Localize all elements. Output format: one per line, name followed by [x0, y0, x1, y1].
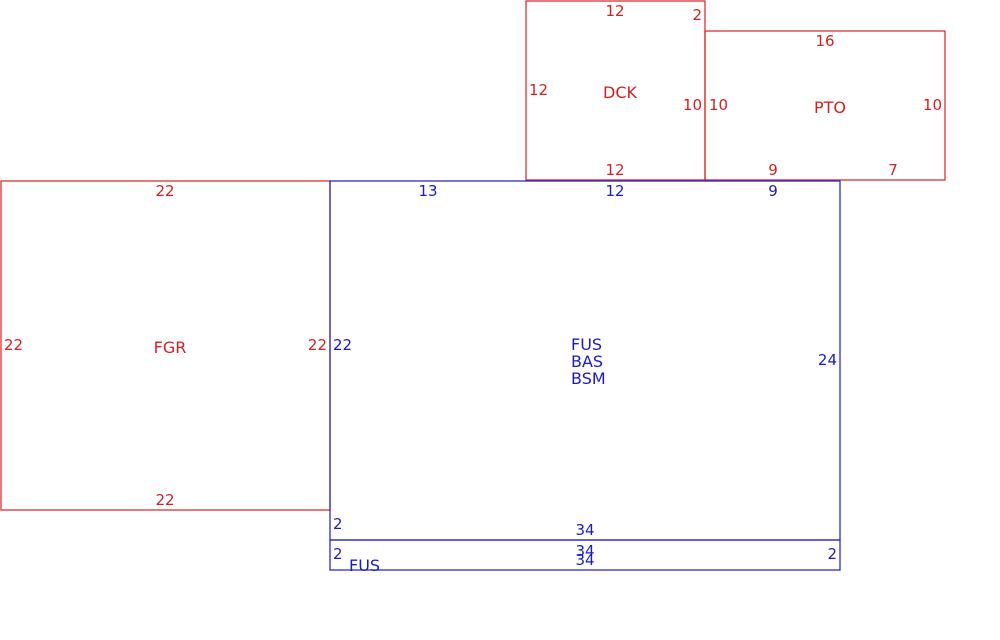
dck-top-dim: 12	[605, 2, 624, 20]
main-code-label-3: BSM	[571, 369, 606, 388]
main-code-label-1: FUS	[571, 335, 602, 354]
main-top-left-dim: 13	[418, 182, 437, 200]
fgr-right-dim: 22	[308, 336, 327, 354]
dck-top-right-dim: 2	[692, 6, 702, 24]
pto-bottom-left-dim: 9	[768, 161, 778, 179]
main-left-dim: 22	[333, 336, 352, 354]
pto-bottom-right-dim: 7	[888, 161, 898, 179]
main-bottom-left-dim: 2	[333, 515, 343, 533]
section-fgr[interactable]: 22 22 22 22 FGR	[0, 180, 331, 511]
strip-right-dim: 2	[827, 545, 837, 563]
strip-left-dim: 2	[333, 545, 343, 563]
section-strip[interactable]: 2 2 34 34 FUS	[329, 539, 841, 575]
pto-right-dim: 10	[923, 96, 942, 114]
section-strip-outline	[329, 539, 841, 571]
pto-left-dim: 10	[709, 96, 728, 114]
pto-top-dim: 16	[815, 32, 834, 50]
pto-code-label: PTO	[814, 98, 846, 117]
section-pto[interactable]: 16 10 10 9 7 PTO	[704, 30, 946, 181]
section-dck[interactable]: 12 2 12 10 12 DCK	[525, 0, 706, 181]
fgr-top-dim: 22	[155, 182, 174, 200]
dck-right-dim: 10	[683, 96, 702, 114]
strip-bottom-dim: 34	[575, 551, 594, 569]
strip-code-label: FUS	[349, 556, 380, 575]
dck-bottom-dim: 12	[605, 161, 624, 179]
main-top-right-dim: 9	[768, 182, 778, 200]
main-right-dim: 24	[818, 351, 837, 369]
main-bottom-dim: 34	[575, 521, 594, 539]
main-top-mid-dim: 12	[605, 182, 624, 200]
dck-left-dim: 12	[529, 81, 548, 99]
section-main[interactable]: 13 12 9 22 24 2 34 FUS BAS BSM	[329, 180, 841, 541]
strip-top-dim: 34	[575, 542, 594, 560]
fgr-bottom-dim: 22	[155, 491, 174, 509]
main-code-label-2: BAS	[571, 352, 603, 371]
fgr-left-dim: 22	[4, 336, 23, 354]
fgr-code-label: FGR	[154, 338, 187, 357]
section-pto-outline	[704, 30, 946, 181]
dck-code-label: DCK	[603, 83, 637, 102]
